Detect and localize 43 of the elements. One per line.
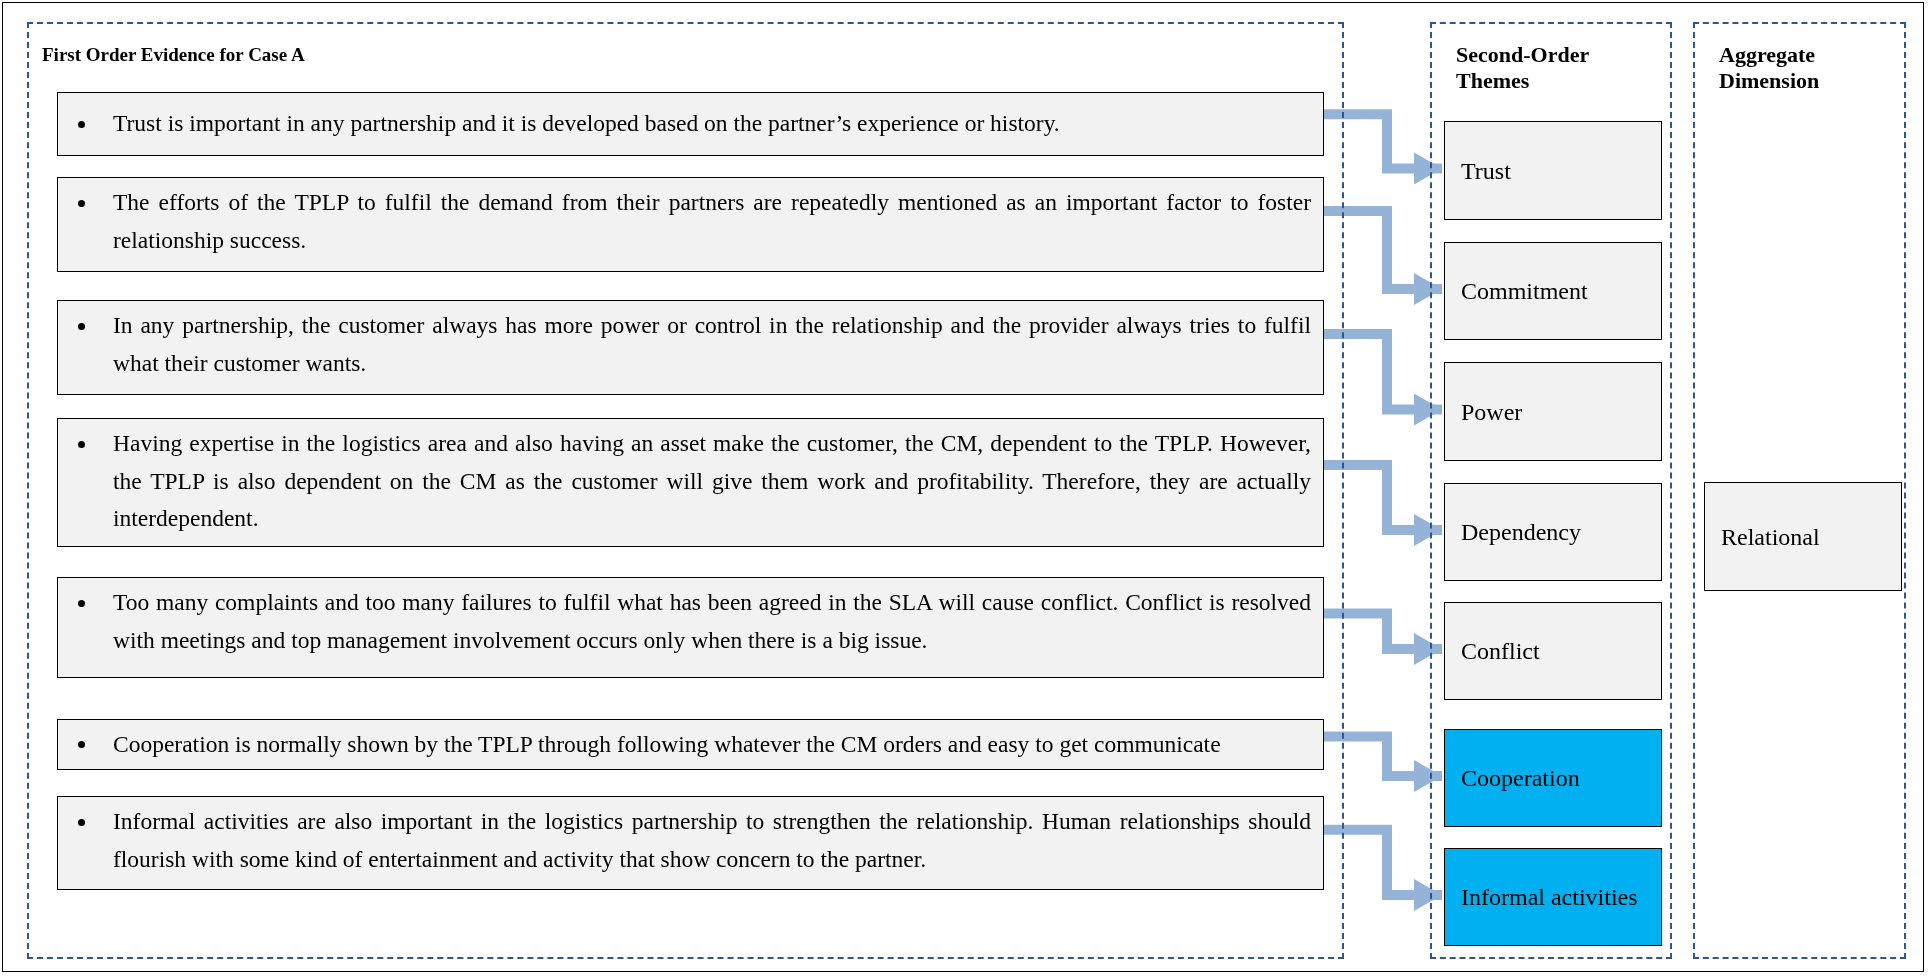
- theme-box: [1444, 483, 1662, 581]
- evidence-text: Trust is important in any partnership and it is developed based on the partner’s experience or history.: [113, 109, 1061, 139]
- theme-label: Cooperation: [1461, 764, 1580, 793]
- evidence-box: [57, 577, 1324, 678]
- evidence-box: [57, 418, 1324, 547]
- evidence-box: [57, 177, 1324, 272]
- evidence-text: The efforts of the TPLP to fulfil the demand from their partners are repeatedly mentioned as an important factor to foster relationship success.: [113, 188, 1311, 255]
- dashed-panel: [1430, 22, 1672, 959]
- theme-box: [1704, 482, 1902, 591]
- evidence-text: In any partnership, the customer always has more power or control in the relationship and the provider always tries to fulfil what their customer wants.: [113, 311, 1311, 378]
- dashed-panel: [1693, 22, 1906, 959]
- theme-label: Power: [1461, 397, 1523, 427]
- theme-label: Trust: [1461, 156, 1511, 186]
- arrow: [1322, 608, 1442, 665]
- panel-heading: First Order Evidence for Case A: [42, 44, 305, 67]
- panel-heading: Second-Order Themes: [1456, 42, 1590, 95]
- evidence-box: [57, 719, 1324, 770]
- panel-heading: Aggregate Dimension: [1719, 42, 1821, 95]
- arrow: [1322, 206, 1442, 305]
- evidence-text: Having expertise in the logistics area and also having an asset make the customer, the CM, dependent to the TPLP. However, the TPLP is also dependent on the CM as the customer will give them work and profitability. Therefore, they are actually interdependent.: [113, 429, 1311, 534]
- evidence-text: Informal activities are also important in the logistics partnership to strengthen the relationship. Human relationships should flourish with some kind of entertainment and activity that show concern to the partner.: [113, 807, 1311, 874]
- theme-label: Informal activities: [1461, 883, 1638, 912]
- theme-label: Relational: [1721, 522, 1820, 552]
- theme-box: [1444, 121, 1662, 220]
- evidence-box: [57, 92, 1324, 156]
- dashed-panel: [27, 22, 1344, 959]
- arrow: [1322, 329, 1442, 426]
- evidence-box: [57, 796, 1324, 890]
- theme-box: [1444, 602, 1662, 700]
- arrow: [1322, 824, 1442, 911]
- arrow: [1322, 731, 1442, 792]
- theme-box: [1444, 242, 1662, 340]
- theme-box: [1444, 729, 1662, 827]
- theme-label: Dependency: [1461, 518, 1581, 547]
- arrow: [1322, 460, 1442, 546]
- evidence-text: Too many complaints and too many failures to fulfil what has been agreed in the SLA will cause conflict. Conflict is resolved with meetings and top management involvement occurs only when there is a big issue.: [113, 588, 1311, 655]
- evidence-box: [57, 300, 1324, 395]
- theme-box: [1444, 848, 1662, 946]
- evidence-text: Cooperation is normally shown by the TPLP through following whatever the CM orders and easy to get communicate: [113, 729, 1222, 759]
- arrow: [1322, 109, 1442, 185]
- theme-label: Commitment: [1461, 277, 1588, 306]
- theme-label: Conflict: [1461, 637, 1540, 666]
- theme-box: [1444, 362, 1662, 461]
